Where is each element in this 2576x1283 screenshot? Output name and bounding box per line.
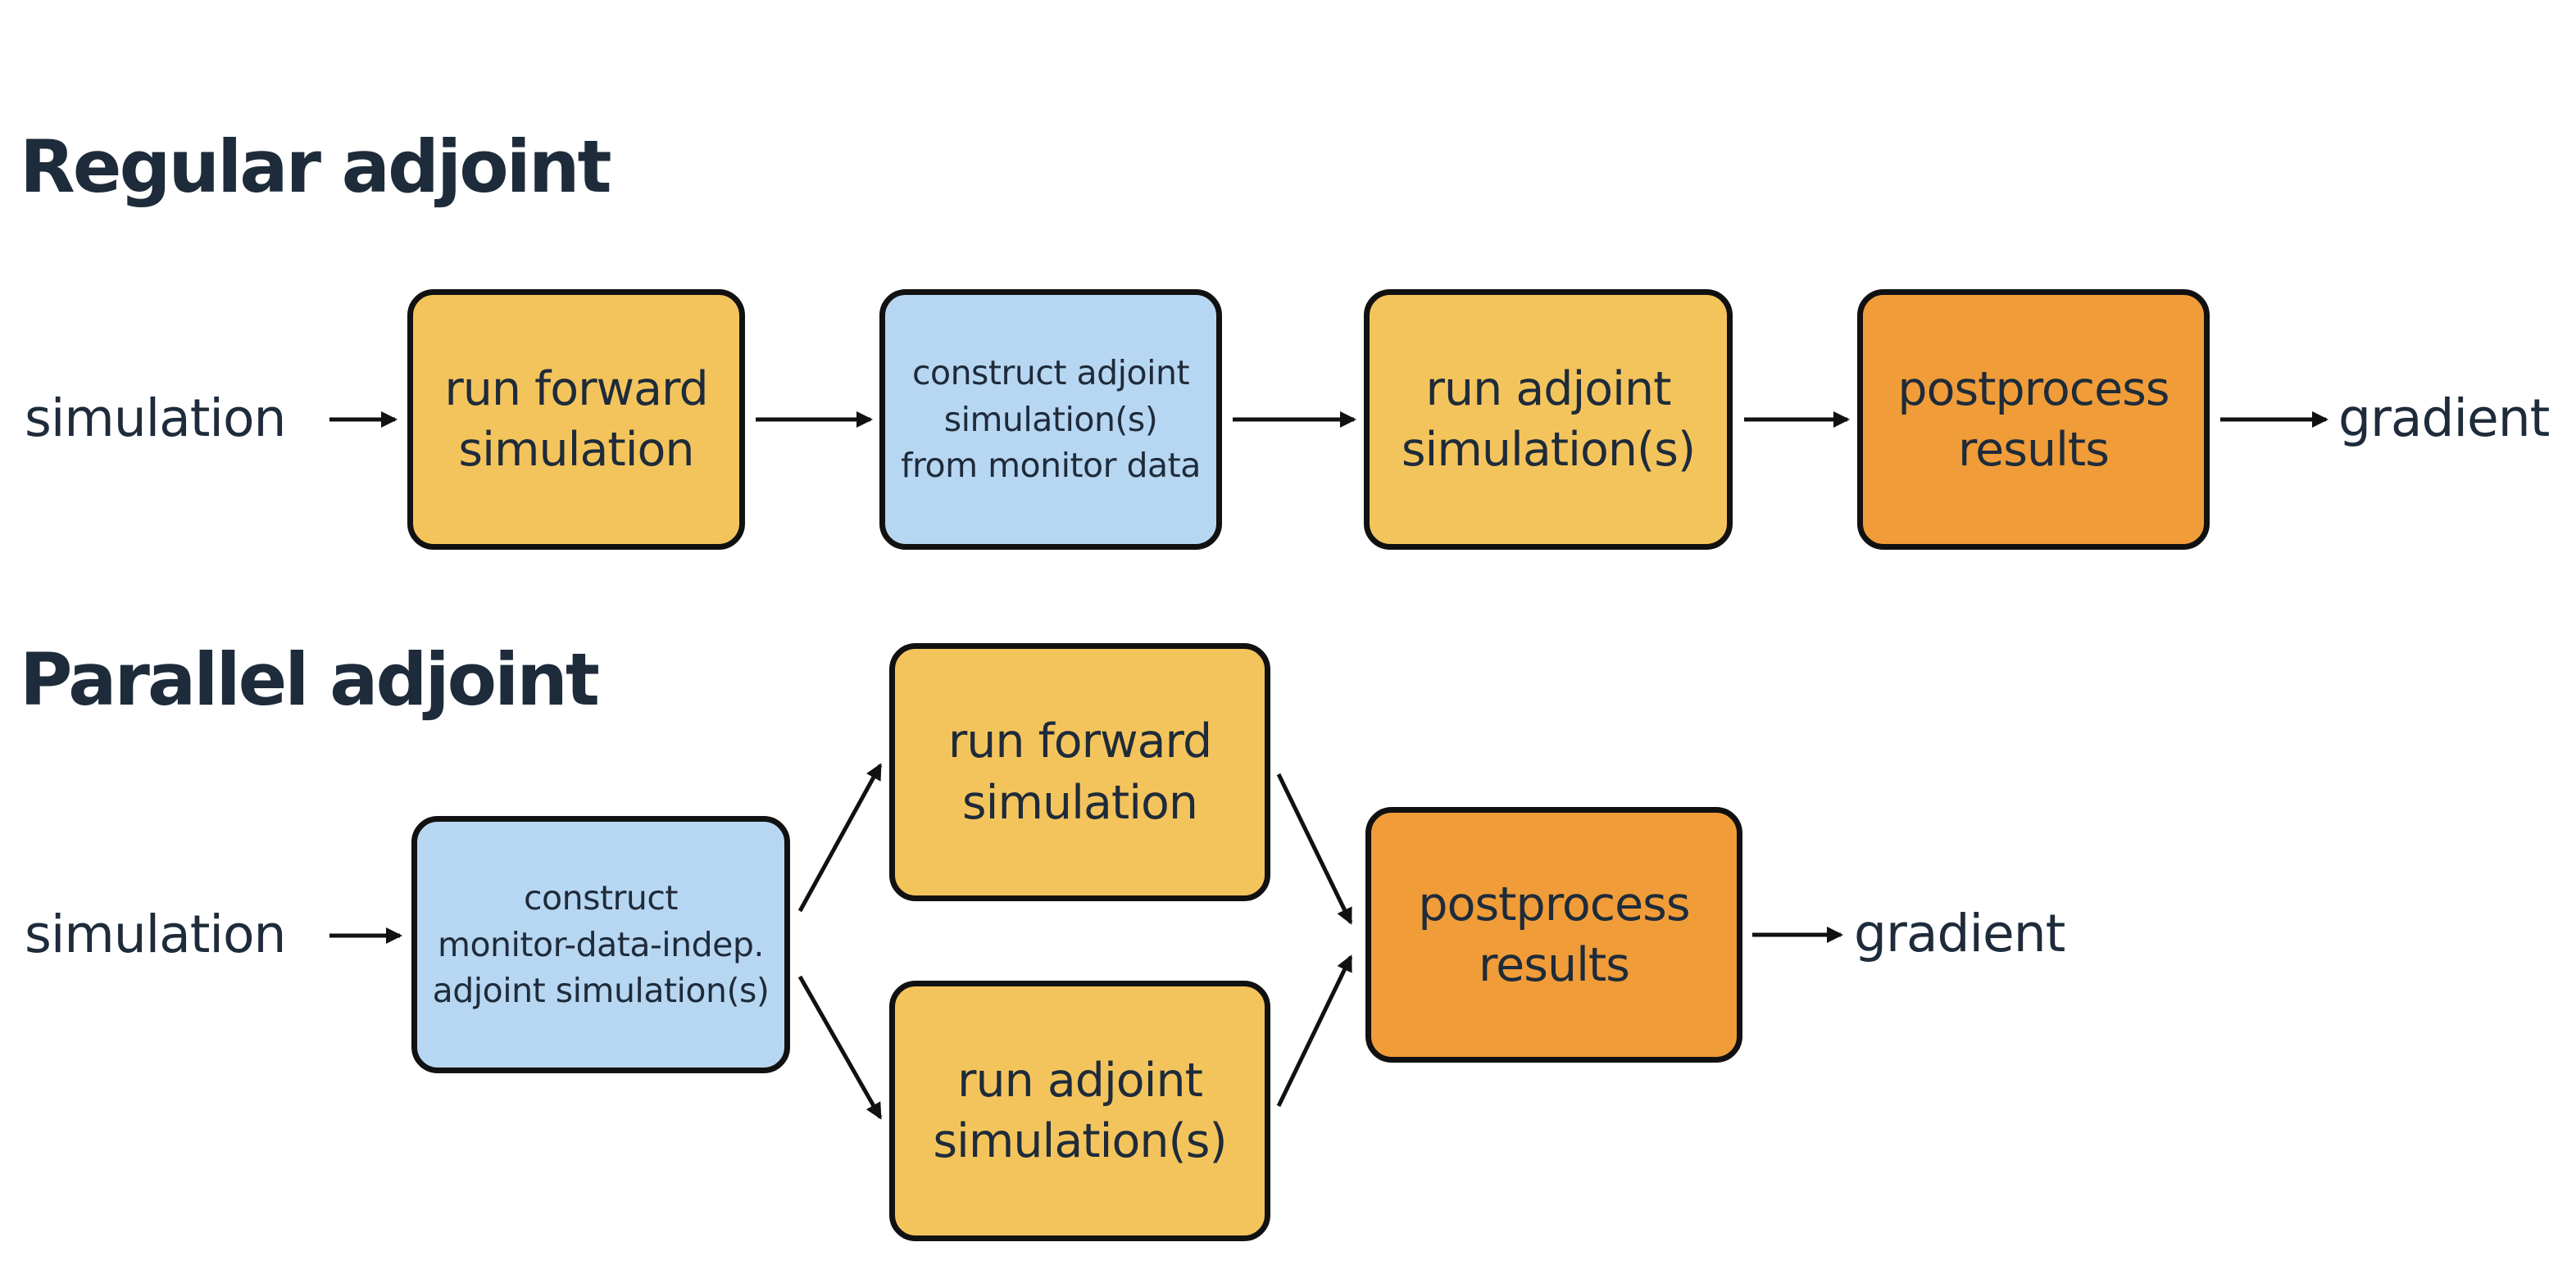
section-title-regular-adjoint: Regular adjoint — [20, 125, 612, 209]
output-label-parallel: gradient — [1854, 904, 2065, 964]
step-label: run adjoint simulation(s) — [1401, 361, 1696, 477]
step-box-parallel-run-adjoint-simulations: run adjoint simulation(s) — [889, 981, 1270, 1241]
arrow-parallel-construct-to-forward — [797, 763, 883, 913]
arrow-parallel-forward-to-postprocess — [1276, 773, 1353, 925]
step-box-parallel-postprocess-results: postprocess results — [1365, 807, 1742, 1063]
output-label-regular: gradient — [2338, 388, 2550, 449]
step-label: construct monitor-data-indep. adjoint si… — [432, 878, 770, 1011]
step-box-regular-run-forward-simulation: run forward simulation — [407, 289, 745, 550]
section-title-parallel-adjoint: Parallel adjoint — [20, 637, 600, 722]
arrow-parallel-adjoint-to-postprocess — [1276, 954, 1353, 1108]
input-label-regular: simulation — [25, 388, 286, 449]
step-label: construct adjoint simulation(s) from mon… — [901, 353, 1201, 486]
step-box-regular-postprocess-results: postprocess results — [1857, 289, 2210, 550]
step-label: run forward simulation — [444, 361, 708, 477]
step-box-parallel-construct-monitor-data-indep: construct monitor-data-indep. adjoint si… — [411, 816, 790, 1073]
step-label: postprocess results — [1897, 361, 2169, 477]
arrow-parallel-construct-to-adjoint — [797, 975, 883, 1120]
input-label-parallel: simulation — [25, 904, 286, 965]
step-label: postprocess results — [1418, 877, 1690, 992]
step-label: run adjoint simulation(s) — [933, 1053, 1227, 1168]
step-box-parallel-run-forward-simulation: run forward simulation — [889, 643, 1270, 901]
step-label: run forward simulation — [947, 714, 1212, 830]
step-box-regular-run-adjoint-simulations: run adjoint simulation(s) — [1364, 289, 1733, 550]
step-box-regular-construct-adjoint: construct adjoint simulation(s) from mon… — [879, 289, 1222, 550]
